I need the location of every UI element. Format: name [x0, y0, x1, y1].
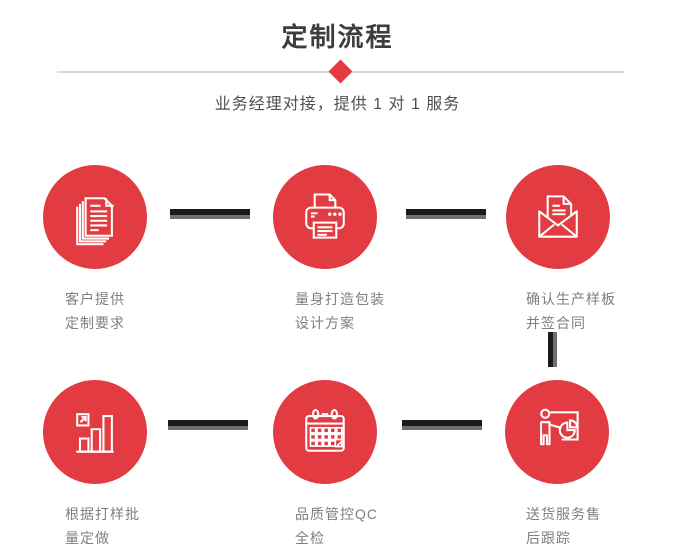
page-title: 定制流程	[281, 22, 394, 52]
step-circle-batch-production	[43, 380, 147, 484]
step-label-line: 量身打造包装	[295, 291, 385, 307]
subtitle: 业务经理对接，提供 1 对 1 服务	[214, 96, 461, 113]
connector-step2-step3	[406, 209, 486, 219]
step-circle-customer-requirements	[43, 165, 147, 269]
connector-step4-step5	[168, 420, 248, 430]
step-label-delivery-tracking: 送货服务售 后跟踪	[526, 502, 601, 550]
bar-chart-icon	[76, 413, 114, 453]
step-label-line: 确认生产样板	[526, 291, 616, 307]
step-label-line: 量定做	[65, 530, 110, 546]
step-label-line: 设计方案	[295, 315, 355, 331]
step-label-line: 根据打样批	[65, 506, 140, 522]
step-label-packaging-design: 量身打造包装 设计方案	[295, 287, 385, 335]
connector-step1-step2	[170, 209, 250, 219]
step-circle-quality-control	[273, 380, 377, 484]
step-label-line: 后跟踪	[526, 530, 571, 546]
step-label-line: 全检	[295, 530, 325, 546]
step-label-sample-contract: 确认生产样板 并签合同	[526, 287, 616, 335]
step-circle-delivery-tracking	[505, 380, 609, 484]
step-label-customer-requirements: 客户提供 定制要求	[65, 287, 125, 335]
step-label-quality-control: 品质管控QC 全检	[295, 502, 378, 550]
step-label-batch-production: 根据打样批 量定做	[65, 502, 140, 550]
printer-icon	[305, 193, 345, 239]
step-circle-sample-contract	[506, 165, 610, 269]
diamond-marker-icon	[328, 59, 353, 84]
calendar-icon	[305, 408, 345, 452]
stacked-documents-icon	[76, 197, 114, 246]
open-envelope-icon	[538, 195, 578, 238]
step-label-line: 并签合同	[526, 315, 586, 331]
connector-step3-step6	[548, 332, 557, 367]
connector-step5-step6	[402, 420, 482, 430]
step-label-line: 品质管控QC	[295, 506, 378, 522]
step-label-line: 送货服务售	[526, 506, 601, 522]
step-circle-packaging-design	[273, 165, 377, 269]
step-label-line: 客户提供	[65, 291, 125, 307]
presentation-icon	[540, 408, 579, 446]
step-label-line: 定制要求	[65, 315, 125, 331]
